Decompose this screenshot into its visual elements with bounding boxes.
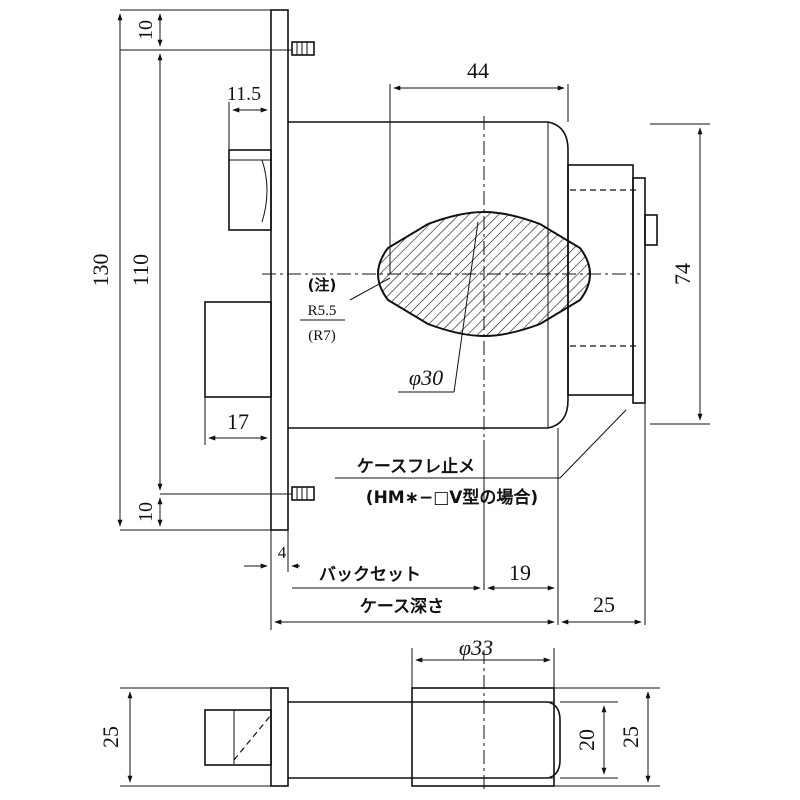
dim-depth-44: 44 bbox=[467, 58, 489, 83]
dim-25: 25 bbox=[593, 592, 615, 617]
spindle-hole bbox=[377, 210, 591, 338]
dim-tab-11-5: 11.5 bbox=[227, 83, 261, 105]
stopper-label: ケースフレ止メ bbox=[357, 456, 475, 477]
rear-plate bbox=[632, 177, 646, 404]
top-screw bbox=[291, 41, 315, 56]
faceplate bbox=[270, 9, 289, 531]
dim-bottom-right-25: 25 bbox=[618, 726, 643, 748]
dim-lower-17: 17 bbox=[227, 409, 249, 434]
dim-flange-4: 4 bbox=[278, 543, 287, 562]
deadbolt bbox=[204, 301, 272, 398]
note-radius-b: (R7) bbox=[308, 328, 336, 344]
dim-bottom-left-25: 25 bbox=[98, 726, 123, 748]
note-radius-a: R5.5 bbox=[308, 303, 337, 319]
note-prefix: (注) bbox=[308, 276, 337, 294]
bottom-latch bbox=[204, 709, 272, 766]
dim-19: 19 bbox=[509, 560, 531, 585]
stopper-model: (HM∗−□V型の場合) bbox=[366, 487, 538, 508]
bottom-view: φ33 25 20 25 bbox=[98, 635, 660, 790]
case-depth-label: ケース深さ bbox=[360, 596, 444, 617]
latch-tab bbox=[228, 149, 272, 231]
hub-cylinder bbox=[411, 687, 555, 787]
dim-phi-30: φ30 bbox=[409, 365, 443, 390]
bottom-screw bbox=[291, 486, 315, 501]
backset-label: バックセット bbox=[319, 565, 421, 585]
dim-overall-130: 130 bbox=[88, 254, 113, 287]
dim-inner-110: 110 bbox=[128, 254, 153, 286]
bottom-faceplate bbox=[270, 687, 289, 787]
dim-height-74: 74 bbox=[670, 263, 695, 285]
dim-bottom-right-20: 20 bbox=[574, 729, 599, 751]
bottom-case bbox=[288, 701, 561, 779]
dim-bottom-10: 10 bbox=[135, 502, 157, 522]
dim-phi-33: φ33 bbox=[459, 635, 493, 660]
dim-top-10: 10 bbox=[135, 20, 157, 40]
front-view: 10 130 110 10 11.5 17 44 74 4 19 25 φ30 … bbox=[88, 9, 710, 630]
